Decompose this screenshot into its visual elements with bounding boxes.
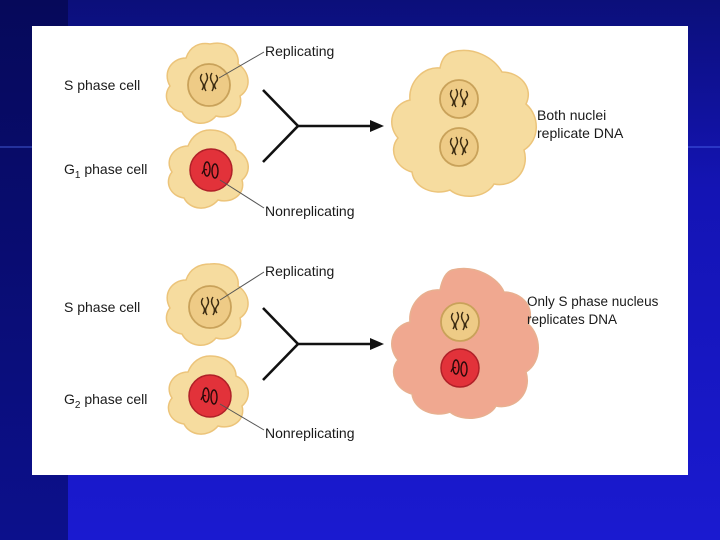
top-fusion-arrow	[262, 89, 384, 163]
top-nonreplicating-label: Nonreplicating	[265, 203, 355, 219]
bottom-g2-nucleus	[188, 374, 232, 418]
top-fused-nucleus-2	[439, 127, 479, 167]
top-g1-phase-label: G1 phase cell	[64, 161, 147, 181]
top-fused-cell	[391, 49, 537, 197]
top-nonreplicating-pointer	[219, 179, 265, 209]
bottom-fusion-arrow	[262, 307, 384, 381]
bottom-s-nucleus	[188, 285, 232, 329]
top-replicating-label: Replicating	[265, 43, 334, 59]
top-s-phase-cell	[165, 42, 249, 124]
top-g1-nucleus	[189, 148, 233, 192]
top-g1-phase-cell	[167, 129, 249, 209]
bottom-fused-cell	[391, 267, 539, 419]
bottom-fused-s-nucleus	[440, 302, 480, 342]
bottom-result-line1: Only S phase nucleus	[527, 294, 659, 309]
bottom-nonreplicating-label: Nonreplicating	[265, 425, 355, 441]
bottom-nonreplicating-pointer	[219, 403, 265, 431]
top-s-phase-label: S phase cell	[64, 77, 140, 93]
bottom-fused-g2-nucleus	[440, 348, 480, 388]
bottom-g2-phase-cell	[167, 355, 249, 435]
bottom-replicating-label: Replicating	[265, 263, 334, 279]
top-result-line2: replicate DNA	[537, 125, 624, 141]
top-s-nucleus	[187, 63, 231, 107]
bottom-result-line2: replicates DNA	[527, 312, 617, 327]
top-replicating-pointer	[218, 51, 265, 79]
bottom-replicating-pointer	[219, 271, 265, 301]
bottom-g2-phase-label: G2 phase cell	[64, 391, 147, 411]
top-fused-nucleus-1	[439, 79, 479, 119]
bottom-s-phase-label: S phase cell	[64, 299, 140, 315]
bottom-s-phase-cell	[165, 263, 249, 346]
top-result-line1: Both nuclei	[537, 107, 606, 123]
diagram-panel	[32, 26, 688, 475]
